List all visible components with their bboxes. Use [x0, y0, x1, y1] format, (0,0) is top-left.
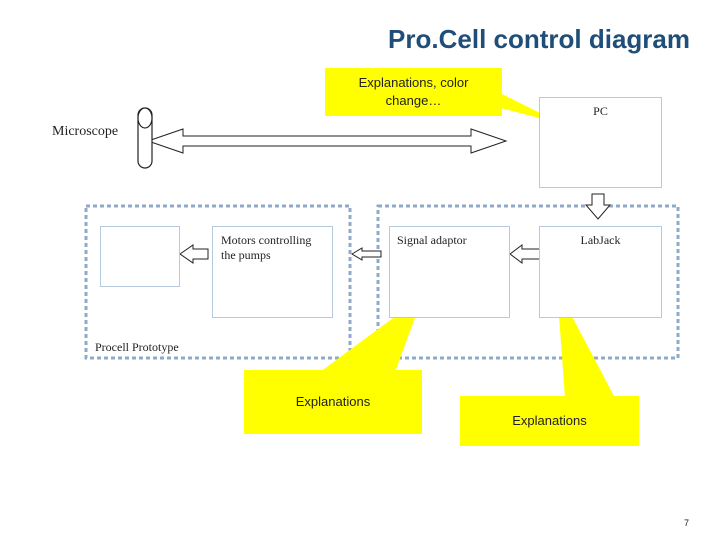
- page-number: 7: [684, 518, 690, 528]
- signal-adaptor-label: Signal adaptor: [397, 233, 467, 247]
- labjack-label: LabJack: [580, 233, 621, 247]
- callout-right-text: Explanations: [512, 413, 587, 428]
- callout-top: Explanations, color change…: [325, 68, 502, 116]
- callout-middle-text: Explanations: [295, 394, 371, 409]
- microscope-tube-top: [137, 107, 153, 129]
- motors-box: [212, 226, 333, 318]
- labjack-box: [539, 226, 662, 318]
- motors-label: Motors controlling the pumps: [221, 233, 312, 262]
- procell-prototype-label: Procell Prototype: [95, 340, 181, 355]
- output-box: [100, 226, 180, 287]
- pc-label: PC: [593, 104, 608, 118]
- microscope-label: Microscope: [52, 124, 119, 139]
- microscope-pc-arrow: [146, 128, 508, 154]
- signal-adaptor-box: [389, 226, 510, 318]
- pc-box: [539, 97, 662, 188]
- motors-output-arrow: [179, 244, 209, 264]
- callout-top-text: Explanations, color change…: [358, 75, 469, 108]
- callout-middle: Explanations: [244, 370, 422, 434]
- callout-right: Explanations: [460, 396, 639, 446]
- adaptor-motors-arrow: [351, 247, 382, 261]
- page-title: Pro.Cell control diagram: [388, 24, 690, 54]
- pc-labjack-arrow: [584, 193, 612, 220]
